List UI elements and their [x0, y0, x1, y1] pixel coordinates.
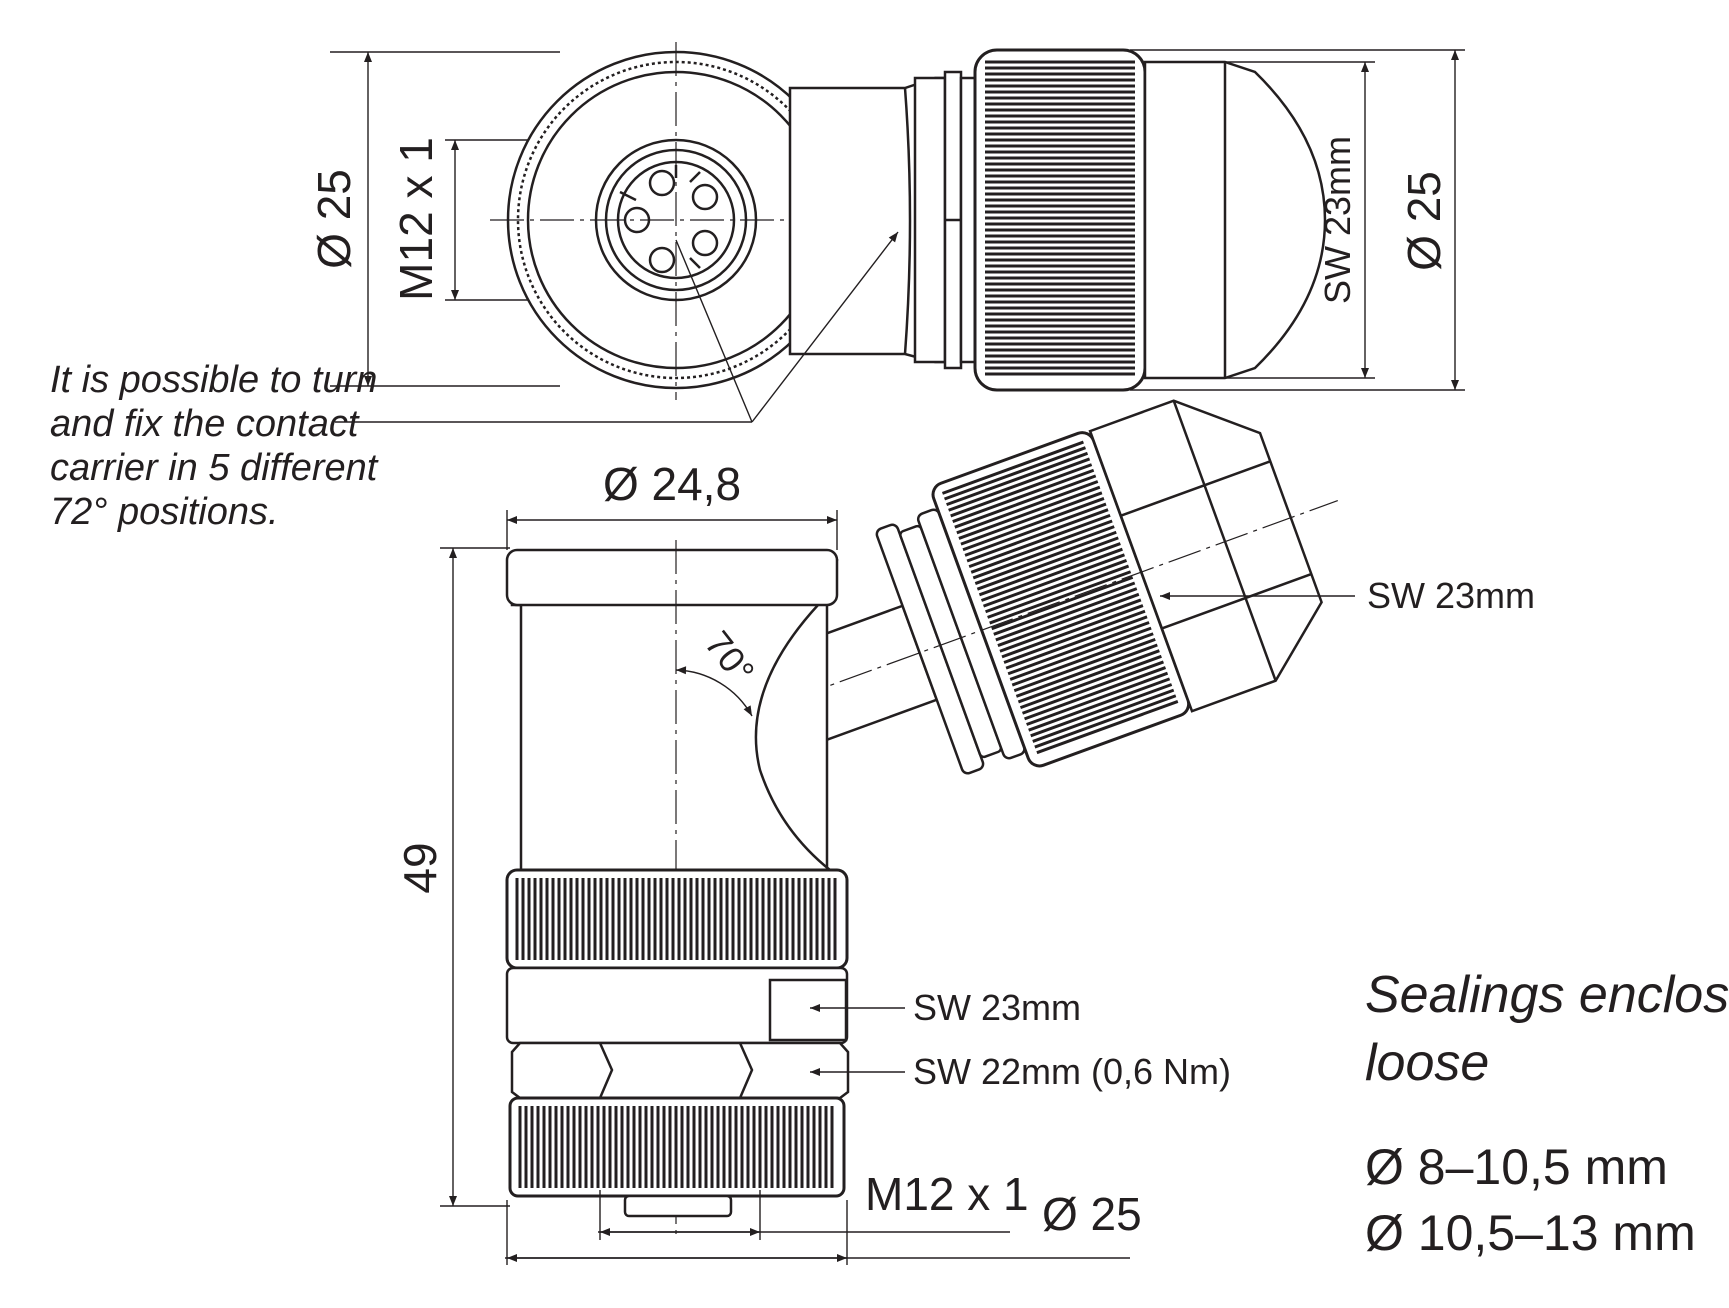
- top-wrench-label: SW 23mm: [1317, 136, 1358, 304]
- side-view: Ø 24,8 49 SW 23mm 70°: [394, 399, 1535, 1265]
- height-label: 49: [394, 842, 446, 893]
- wrench-right-label: SW 23mm: [1367, 575, 1535, 616]
- note-line: and fix the contact: [50, 403, 360, 445]
- note-line: 72° positions.: [50, 491, 279, 533]
- note-line: It is possible to turn: [50, 359, 377, 401]
- top-view: Ø 25 M12 x 1 SW 23mm Ø 25: [308, 42, 1465, 423]
- rotation-note: It is possible to turn and fix the conta…: [50, 359, 379, 533]
- sealings-note: Sealings enclosed loose Ø 8–10,5 mm Ø 10…: [1365, 966, 1729, 1261]
- wrench-nut-label: SW 22mm (0,6 Nm): [913, 1051, 1231, 1092]
- dia-top-label: Ø 24,8: [603, 458, 741, 510]
- sealings-line2: loose: [1365, 1034, 1489, 1092]
- note-line: carrier in 5 different: [50, 447, 379, 489]
- wrench-lower-label: SW 23mm: [913, 987, 1081, 1028]
- thread-bottom-label: M12 x 1: [865, 1168, 1029, 1220]
- top-dia-right-label: Ø 25: [1398, 171, 1450, 271]
- top-dia-left-label: Ø 25: [308, 169, 360, 269]
- sealing-range-2: Ø 10,5–13 mm: [1365, 1205, 1696, 1261]
- sealing-range-1: Ø 8–10,5 mm: [1365, 1139, 1668, 1195]
- top-thread-label: M12 x 1: [390, 137, 442, 301]
- sealings-line1: Sealings enclosed: [1365, 966, 1729, 1024]
- dia-bottom-label: Ø 25: [1042, 1188, 1142, 1240]
